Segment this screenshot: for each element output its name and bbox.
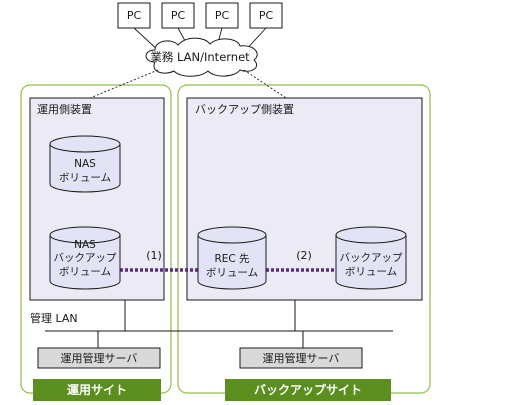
operation-mgmt-server-label: 運用管理サーバ bbox=[61, 351, 138, 365]
link-1-label: (1) bbox=[146, 249, 162, 262]
pc-box bbox=[205, 2, 239, 29]
nas-volume-label-line2: ボリューム bbox=[59, 172, 111, 184]
backup-mgmt-server bbox=[239, 347, 363, 369]
rec-volume-label-line1: REC 先 bbox=[214, 253, 249, 265]
backup-volume-label-line2: ボリューム bbox=[345, 266, 397, 278]
nas-backup-volume-cylinder: NAS バックアップ ボリューム bbox=[49, 226, 121, 290]
rec-volume-cylinder: REC 先 ボリューム bbox=[197, 226, 267, 290]
backup-site-label-bg bbox=[225, 379, 391, 401]
operation-device-title: 運用側装置 bbox=[37, 103, 92, 116]
link-2-label: (2) bbox=[296, 249, 312, 262]
nas-volume-cylinder: NAS ボリューム bbox=[49, 135, 121, 193]
pc-label: PC bbox=[259, 9, 274, 22]
pc-label: PC bbox=[215, 9, 230, 22]
operation-site-label-bg bbox=[33, 379, 161, 401]
pc-box bbox=[249, 2, 283, 29]
pc-box bbox=[161, 2, 195, 29]
operation-mgmt-server bbox=[37, 347, 161, 369]
cloud-to-operation-line bbox=[89, 69, 159, 99]
backup-site-label: バックアップサイト bbox=[254, 382, 362, 397]
pc-label: PC bbox=[127, 9, 142, 22]
backup-volume-cylinder: バックアップ ボリューム bbox=[335, 226, 407, 290]
nas-backup-volume-label-line3: ボリューム bbox=[59, 266, 111, 278]
rec-volume-label-line2: ボリューム bbox=[206, 267, 258, 279]
nas-volume-label-line1: NAS bbox=[74, 158, 96, 170]
network-cloud bbox=[145, 37, 258, 77]
backup-mgmt-server-label: 運用管理サーバ bbox=[263, 351, 340, 365]
nas-backup-volume-label-line1: NAS bbox=[74, 239, 96, 251]
operation-site-label: 運用サイト bbox=[67, 383, 127, 397]
backup-volume-label-line1: バックアップ bbox=[340, 252, 403, 264]
pc-label: PC bbox=[171, 9, 186, 22]
pc-box bbox=[117, 2, 151, 29]
nas-backup-volume-label-line2: バックアップ bbox=[54, 252, 117, 264]
backup-device-title: バックアップ側装置 bbox=[195, 103, 294, 116]
pc-group: PC PC PC PC bbox=[117, 2, 283, 53]
mgmt-lan-label: 管理 LAN bbox=[30, 311, 78, 325]
cloud-label: 業務 LAN/Internet bbox=[150, 50, 250, 64]
cloud-to-backup-line bbox=[243, 69, 287, 99]
